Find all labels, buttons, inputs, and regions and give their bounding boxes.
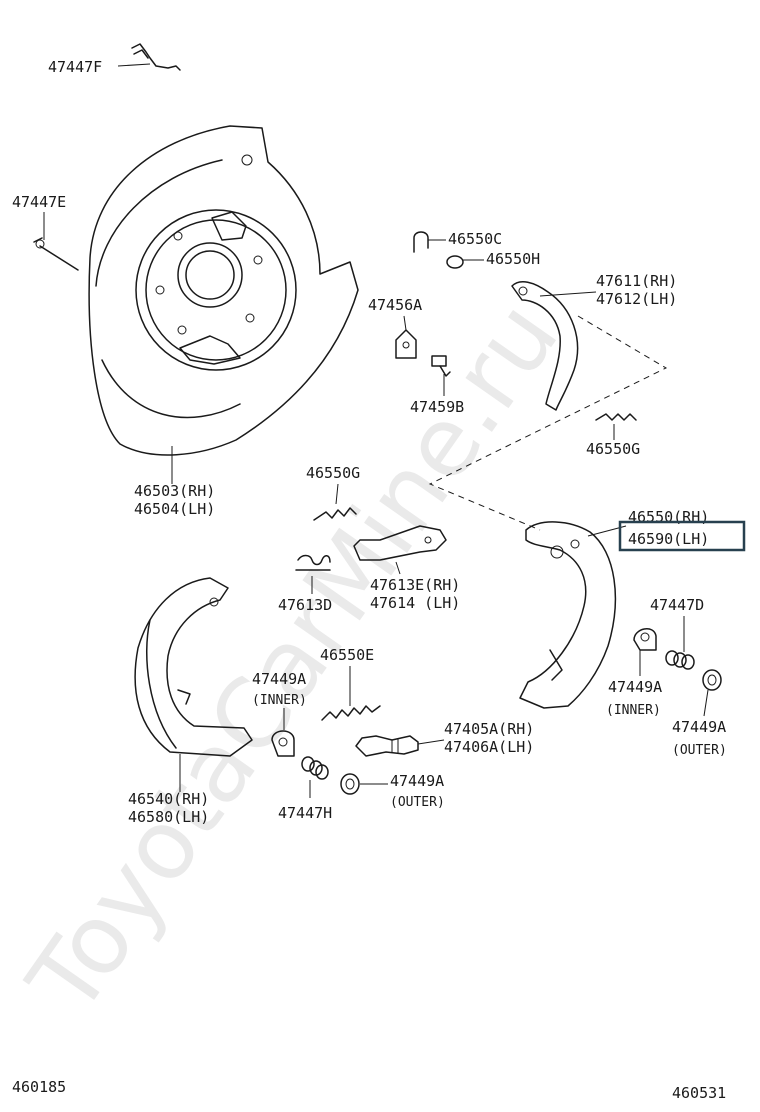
- label-47613d: 47613D: [278, 596, 332, 614]
- label-47614: 47614 (LH): [370, 594, 460, 612]
- note-inner-left: (INNER): [252, 693, 307, 708]
- note-outer-right: (OUTER): [672, 743, 727, 758]
- part-47459b-bolt: [431, 355, 451, 396]
- part-47456a-plug: [395, 315, 417, 359]
- label-46550c: 46550C: [448, 230, 502, 248]
- label-47449a-outer-mid: 47449A: [390, 772, 444, 790]
- footer-code-left: 460185: [12, 1078, 66, 1096]
- label-47447h: 47447H: [278, 804, 332, 822]
- part-47449a-outer-right: [702, 669, 722, 717]
- label-47447d: 47447D: [650, 596, 704, 614]
- label-46550g-right: 46550G: [586, 440, 640, 458]
- label-47405a: 47405A(RH): [444, 720, 534, 738]
- part-46550g-spring-right: [595, 413, 637, 440]
- part-46550h-washer: [446, 255, 484, 269]
- part-46550e-spring: [321, 666, 381, 721]
- part-46503-backing-plate: [88, 125, 359, 484]
- label-47449a-inner-right: 47449A: [608, 678, 662, 696]
- label-46504: 46504(LH): [134, 500, 215, 518]
- label-46590: 46590(LH): [628, 530, 709, 548]
- part-47449a-outer-mid: [340, 773, 388, 795]
- label-47406a: 47406A(LH): [444, 738, 534, 756]
- part-47447e-bolt: [33, 212, 79, 271]
- note-inner-right: (INNER): [606, 703, 661, 718]
- label-47459b: 47459B: [410, 398, 464, 416]
- label-46550: 46550(RH): [628, 508, 709, 526]
- label-46550e: 46550E: [320, 646, 374, 664]
- label-47613e: 47613E(RH): [370, 576, 460, 594]
- part-47449a-inner-right: [633, 628, 657, 676]
- label-47447f: 47447F: [48, 58, 102, 76]
- label-46503: 46503(RH): [134, 482, 215, 500]
- assembly-dashed-line: [428, 315, 668, 531]
- part-47447d-spring: [665, 616, 695, 670]
- label-47456a: 47456A: [368, 296, 422, 314]
- part-47613d-spring: [295, 554, 331, 594]
- part-46550c-clip: [413, 231, 446, 253]
- part-47449a-inner-left: [271, 708, 295, 757]
- footer-code-right: 460531: [672, 1084, 726, 1102]
- part-47447f-cable: [117, 43, 181, 71]
- label-47611: 47611(RH): [596, 272, 677, 290]
- label-46580: 46580(LH): [128, 808, 209, 826]
- label-47449a-outer-right: 47449A: [672, 718, 726, 736]
- part-47447h-spring: [301, 756, 329, 798]
- part-47405a-adjuster: [355, 735, 445, 757]
- label-46550h: 46550H: [486, 250, 540, 268]
- label-46550g-mid: 46550G: [306, 464, 360, 482]
- part-46550g-spring-mid: [313, 483, 357, 521]
- note-outer-mid: (OUTER): [390, 795, 445, 810]
- label-47612: 47612(LH): [596, 290, 677, 308]
- label-47449a-inner-left: 47449A: [252, 670, 306, 688]
- label-47447e: 47447E: [12, 193, 66, 211]
- highlight-box-46590: [618, 520, 746, 552]
- part-47613e-strut: [353, 525, 447, 575]
- part-47611-lever: [511, 280, 597, 411]
- label-46540: 46540(RH): [128, 790, 209, 808]
- part-46540-brake-shoe: [134, 577, 253, 792]
